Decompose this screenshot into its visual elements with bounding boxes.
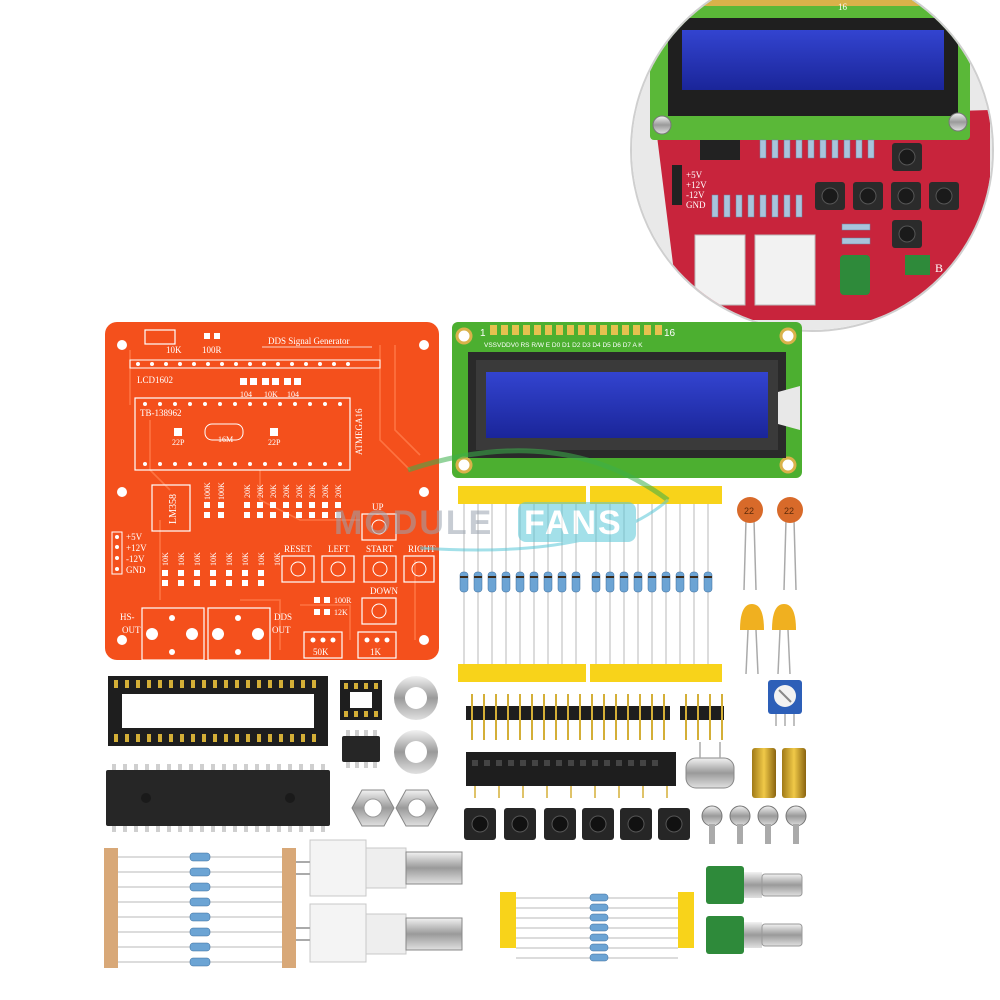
inset-corner-label: B — [935, 261, 943, 275]
pcb-label-reset: RESET — [284, 544, 312, 554]
inset-pin-label: -12V — [686, 190, 705, 200]
inset-pin-label: +5V — [686, 170, 703, 180]
pcb-title: DDS Signal Generator — [268, 336, 349, 346]
brass-standoffs — [752, 748, 806, 798]
svg-text:20K: 20K — [321, 484, 330, 498]
svg-text:20K: 20K — [295, 484, 304, 498]
pcb-label-lcd1602: LCD1602 — [137, 375, 173, 385]
pcb-power-n12v: -12V — [126, 554, 145, 564]
pcb-label-100r: 100R — [202, 345, 222, 355]
pcb-label-1k: 1K — [370, 647, 382, 657]
pcb-label-dds-out: OUT — [272, 625, 291, 635]
pcb-power-5v: +5V — [126, 532, 143, 542]
pcb-label-100k-b: 100K — [217, 482, 226, 500]
pcb-label-tb: TB-138962 — [140, 408, 182, 418]
pcb-label-hs: HS- — [120, 612, 135, 622]
pcb-label-10k: 10K — [166, 345, 182, 355]
lcd-screen — [486, 372, 768, 438]
pcb-label-start: START — [366, 544, 394, 554]
pcb-label-104b: 104 — [287, 390, 299, 399]
inset-pin-label: GND — [686, 200, 706, 210]
cap-label: 22 — [784, 506, 794, 516]
pcb-label-100r-b: 100R — [334, 596, 352, 605]
pcb-label-16m: 16M — [218, 435, 233, 444]
pcb-power-gnd: GND — [126, 565, 146, 575]
svg-text:10K: 10K — [177, 552, 186, 566]
svg-text:20K: 20K — [269, 484, 278, 498]
pcb-power-12v: +12V — [126, 543, 147, 553]
svg-text:20K: 20K — [256, 484, 265, 498]
svg-text:10K: 10K — [241, 552, 250, 566]
tantalum-capacitors — [740, 604, 796, 675]
cap-label: 22 — [744, 506, 754, 516]
pcb-label-atmega16: ATMEGA16 — [354, 408, 364, 455]
svg-text:20K: 20K — [308, 484, 317, 498]
svg-text:20K: 20K — [334, 484, 343, 498]
pcb-label-up: UP — [372, 502, 384, 512]
ic-socket-40pin — [108, 676, 328, 746]
pcb-board: 10K 100R DDS Signal Generator LCD1602 10… — [105, 322, 439, 661]
svg-text:10K: 10K — [273, 552, 282, 566]
svg-text:20K: 20K — [282, 484, 291, 498]
hex-nuts — [351, 789, 439, 827]
pin-header-male — [466, 694, 724, 740]
washers — [394, 676, 438, 774]
pin-header-female — [466, 752, 676, 798]
pcb-label-22p-right: 22P — [268, 438, 281, 447]
resistor-strip-bottom-middle — [500, 892, 694, 962]
svg-text:10K: 10K — [161, 552, 170, 566]
pcb-20k-labels: 20K 20K 20K 20K 20K 20K 20K 20K — [243, 484, 343, 498]
pcb-label-12k: 12K — [334, 608, 348, 617]
watermark: MODULE FANS — [334, 448, 670, 552]
pcb-label-left: LEFT — [328, 544, 350, 554]
pcb-label-down: DOWN — [370, 586, 398, 596]
lcd-pin-labels: VSSVDDV0 RS R/W E D0 D1 D2 D3 D4 D5 D6 D… — [484, 342, 643, 349]
inset-pin-16: 16 — [838, 2, 848, 12]
inset-buttons — [815, 143, 959, 248]
inset-pin-label: +12V — [686, 180, 707, 190]
ceramic-capacitors: 22 22 — [737, 497, 803, 591]
pcb-label-50k: 50K — [313, 647, 329, 657]
svg-text:10K: 10K — [209, 552, 218, 566]
watermark-module: MODULE — [334, 504, 493, 542]
pcb-label-100k-a: 100K — [203, 482, 212, 500]
pcb-label-10k-b: 10K — [264, 390, 278, 399]
tact-switches — [464, 808, 690, 840]
chip-8pin — [342, 730, 380, 768]
chip-40pin — [106, 764, 330, 832]
trimmer-potentiometer — [768, 680, 802, 726]
lcd-pin-1: 1 — [480, 328, 486, 339]
bnc-connectors — [296, 839, 463, 963]
watermark-fans: FANS — [524, 504, 623, 542]
pcb-label-lm358: LM358 — [168, 494, 179, 524]
ic-socket-8pin — [340, 680, 382, 720]
assembled-board-inset: +5V +12V -12V GND — [630, 0, 994, 332]
pcb-label-hs-out: OUT — [122, 625, 141, 635]
crystal-oscillator — [685, 742, 735, 789]
svg-text:10K: 10K — [225, 552, 234, 566]
pcb-label-22p-left: 22P — [172, 438, 185, 447]
svg-text:10K: 10K — [257, 552, 266, 566]
resistor-strip-bottom-left — [104, 848, 296, 968]
lcd-pin-16: 16 — [664, 328, 676, 339]
svg-text:20K: 20K — [243, 484, 252, 498]
pcb-label-104a: 104 — [240, 390, 252, 399]
rotary-potentiometers — [706, 866, 803, 954]
pcb-10k-labels: 10K 10K 10K 10K 10K 10K 10K 10K — [161, 552, 282, 566]
lcd-module: 1 16 VSSVDDV0 RS R/W E D0 D1 D2 D3 D4 D5… — [452, 322, 802, 478]
screws — [701, 805, 807, 844]
pcb-label-dds: DDS — [274, 612, 292, 622]
svg-text:10K: 10K — [193, 552, 202, 566]
